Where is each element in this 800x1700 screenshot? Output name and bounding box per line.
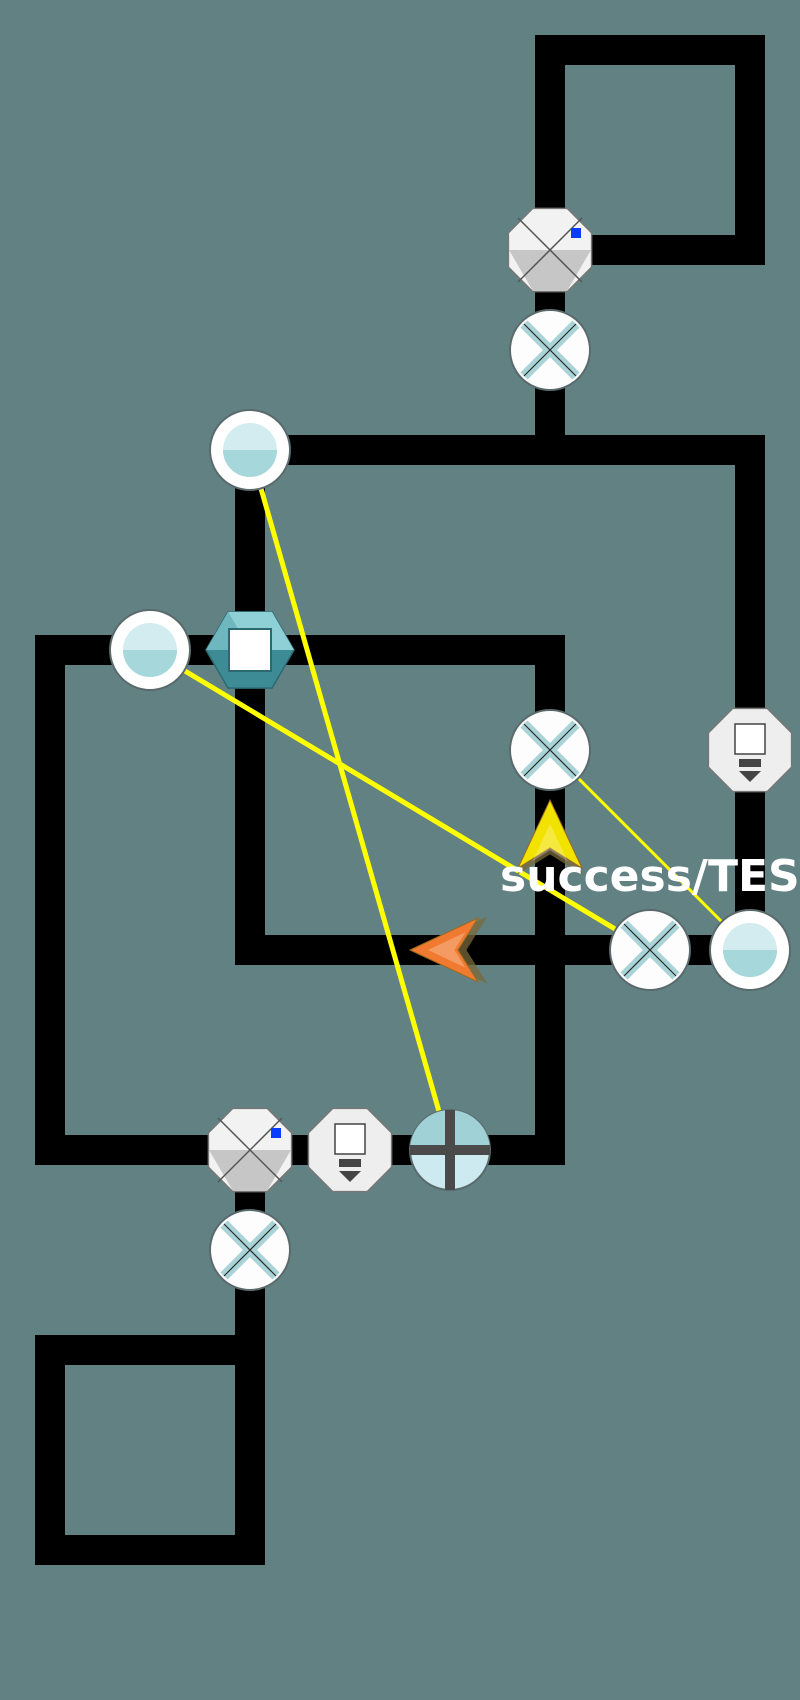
hexagon-block-icon[interactable] [205,611,295,689]
cross-signal-icon[interactable] [509,709,591,791]
plus-junction-icon[interactable] [409,1109,491,1191]
status-label: success/TEST [500,851,800,902]
turnout-switch-icon[interactable] [507,207,593,293]
track-segment [535,35,765,265]
drop-station-icon[interactable] [307,1107,393,1193]
turnout-switch-icon[interactable] [207,1107,293,1193]
round-sensor-icon[interactable] [709,909,791,991]
link-lines [148,449,752,1151]
track-segment [35,635,565,1165]
drop-station-icon[interactable] [707,707,793,793]
agent-layer [408,798,584,984]
track-segment [35,1135,265,1565]
round-sensor-icon[interactable] [209,409,291,491]
link-line [247,449,453,1151]
piece-layer [109,207,793,1291]
cross-signal-icon[interactable] [209,1209,291,1291]
orange-arrow-agent-icon [408,916,488,984]
yellow-arrow-agent-icon [516,798,584,876]
round-sensor-icon[interactable] [109,609,191,691]
cross-signal-icon[interactable] [609,909,691,991]
cross-signal-icon[interactable] [509,309,591,391]
link-line [548,748,752,952]
link-line [148,647,652,953]
